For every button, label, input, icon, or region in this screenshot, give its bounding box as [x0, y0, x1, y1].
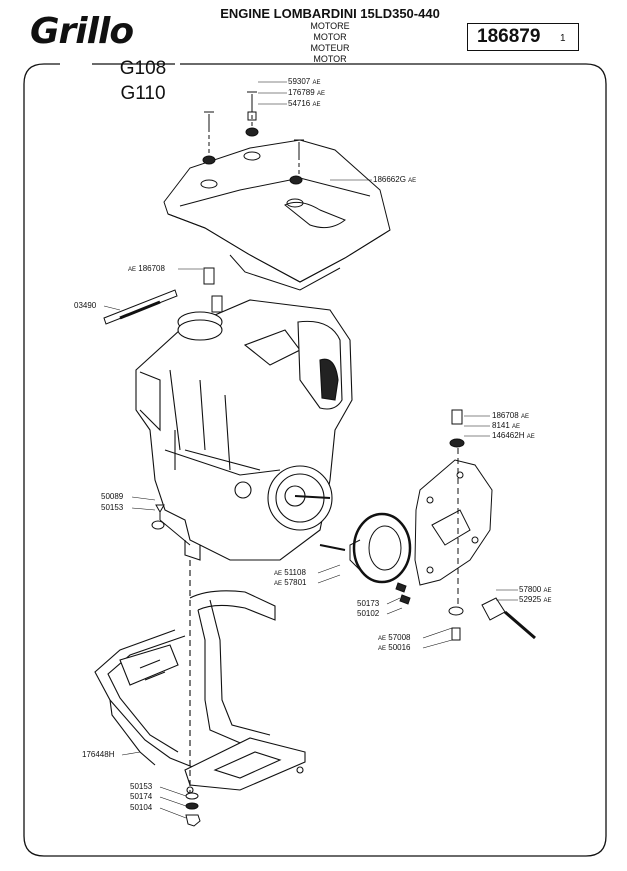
page-number: 1: [560, 33, 566, 44]
bottom-hardware: [185, 792, 201, 827]
callout-54716: 54716 AE: [288, 99, 321, 108]
engine-cover: [163, 139, 391, 291]
sleeve-bolt: [448, 448, 536, 641]
callout-03490: 03490: [74, 301, 97, 310]
callout-51108: AE 51108: [274, 568, 306, 577]
callout-50016: AE 50016: [378, 643, 411, 652]
flange-ring: [349, 512, 412, 584]
callout-176448h: 176448H: [82, 750, 115, 759]
mounting-plate: [414, 459, 493, 586]
diagram-frame: [23, 63, 607, 857]
callout-50153-b: 50153: [130, 782, 153, 791]
hardware-left: [151, 504, 411, 605]
translation-de: MOTOR: [313, 32, 347, 42]
spacers: [203, 267, 465, 448]
header-title-block: ENGINE LOMBARDINI 15LD350-440 MOTORE MOT…: [195, 6, 465, 65]
grillo-logo: Grillo: [30, 12, 188, 52]
callout-50153-a: 50153: [101, 503, 124, 512]
model-g108: G108: [119, 58, 167, 79]
callout-50104: 50104: [130, 803, 153, 812]
page-title: ENGINE LOMBARDINI 15LD350-440: [220, 6, 440, 21]
callout-176789: 176789 AE: [288, 88, 325, 97]
decal-03490: [103, 289, 178, 325]
base-frame: [94, 560, 306, 795]
callout-57801: AE 57801: [274, 578, 307, 587]
callout-186662g: 186662G AE: [373, 175, 417, 184]
cover-bolts: [202, 91, 304, 185]
callout-50174: 50174: [130, 792, 153, 801]
callout-146462h: 146462H AE: [492, 431, 535, 440]
translation-it: MOTORE: [310, 21, 350, 31]
leader-lines: [103, 81, 518, 819]
part-number-box: 186879 1: [467, 23, 579, 51]
part-number: 186879: [477, 26, 541, 47]
callout-50102: 50102: [357, 609, 380, 618]
model-g110: G110: [120, 83, 166, 104]
engine-block: [135, 299, 353, 561]
logo-text: Grillo: [30, 11, 134, 52]
callout-52925: 52925 AE: [519, 595, 552, 604]
callout-59307: 59307 AE: [288, 77, 321, 86]
callout-186708-b: 186708 AE: [492, 411, 529, 420]
translation-es: MOTOR: [313, 54, 347, 64]
callout-57800: 57800 AE: [519, 585, 552, 594]
translation-fr: MOTEUR: [310, 43, 350, 53]
callout-50173: 50173: [357, 599, 380, 608]
callout-186708-a: AE 186708: [128, 264, 165, 273]
callout-50089: 50089: [101, 492, 124, 501]
callout-8141: 8141 AE: [492, 421, 521, 430]
callout-57008: AE 57008: [378, 633, 411, 642]
model-list: G108 G110: [112, 56, 174, 106]
